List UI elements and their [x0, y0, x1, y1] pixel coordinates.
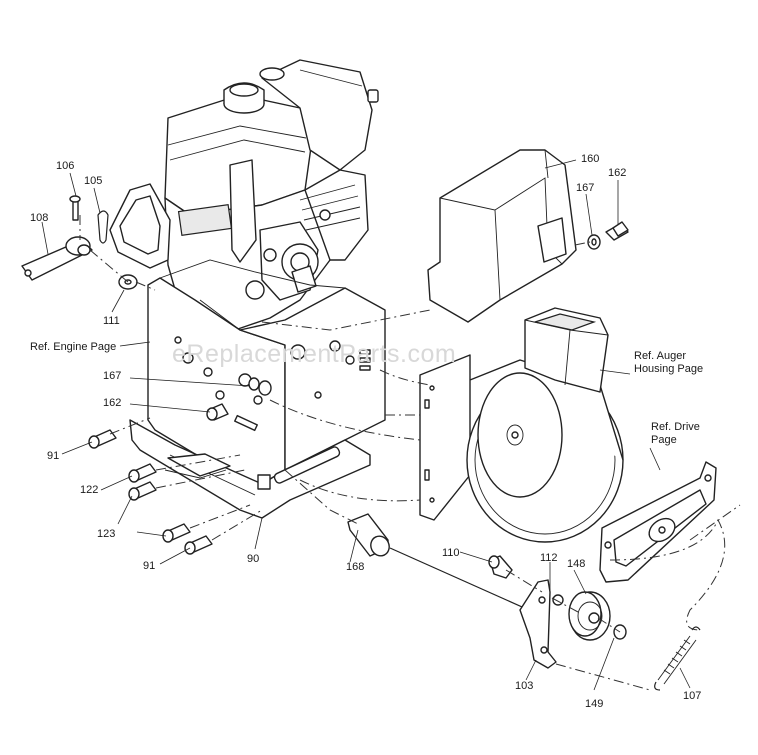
- callout-123: 123: [97, 528, 116, 540]
- callout-122: 122: [80, 484, 99, 496]
- callout-103: 103: [515, 680, 534, 692]
- callout-162-top: 162: [608, 167, 627, 179]
- watermark: eReplacementParts.com: [172, 340, 457, 368]
- leader-lines: [41, 159, 691, 691]
- ref-drive-line2: Page: [651, 434, 677, 446]
- drive-bracket: [599, 461, 717, 583]
- engine: [109, 59, 379, 331]
- ref-auger-line2: Housing Page: [634, 363, 704, 375]
- callout-108: 108: [30, 212, 49, 224]
- callout-112: 112: [540, 552, 558, 564]
- callout-107: 107: [683, 690, 702, 702]
- callout-111: 111: [103, 315, 120, 327]
- callout-167-top: 167: [576, 182, 595, 194]
- washer-167-bolt-162-frame: [206, 377, 272, 421]
- frame: [129, 259, 386, 519]
- ref-engine-page: Ref. Engine Page: [30, 341, 117, 353]
- callout-90: 90: [247, 553, 260, 565]
- callout-167-frame: 167: [103, 370, 122, 382]
- pin-106: [69, 195, 81, 221]
- spring-107: [654, 626, 701, 691]
- bolts-91-122-123: [88, 429, 213, 555]
- auger-housing: [419, 307, 624, 543]
- callout-91-upper: 91: [47, 450, 60, 462]
- callout-168: 168: [346, 561, 365, 573]
- linkage-108: [21, 236, 93, 281]
- ref-auger-housing-page: Ref. Auger Housing Page: [634, 350, 703, 376]
- assembly-lines: [79, 215, 741, 691]
- cover-160: [427, 149, 577, 323]
- hairpin-105: [97, 210, 109, 244]
- callout-105: 105: [84, 175, 103, 187]
- callout-148: 148: [567, 558, 586, 570]
- ref-drive-line1: Ref. Drive: [651, 421, 700, 433]
- ref-auger-line1: Ref. Auger: [634, 350, 686, 362]
- callout-149: 149: [585, 698, 604, 710]
- washer-167-bolt-162: [587, 221, 629, 250]
- ref-drive-page: Ref. Drive Page: [651, 421, 700, 447]
- callout-91-lower: 91: [143, 560, 156, 572]
- callout-160: 160: [581, 153, 600, 165]
- callout-106: 106: [56, 160, 75, 172]
- callout-110: 110: [442, 547, 460, 559]
- callout-162-frame: 162: [103, 397, 122, 409]
